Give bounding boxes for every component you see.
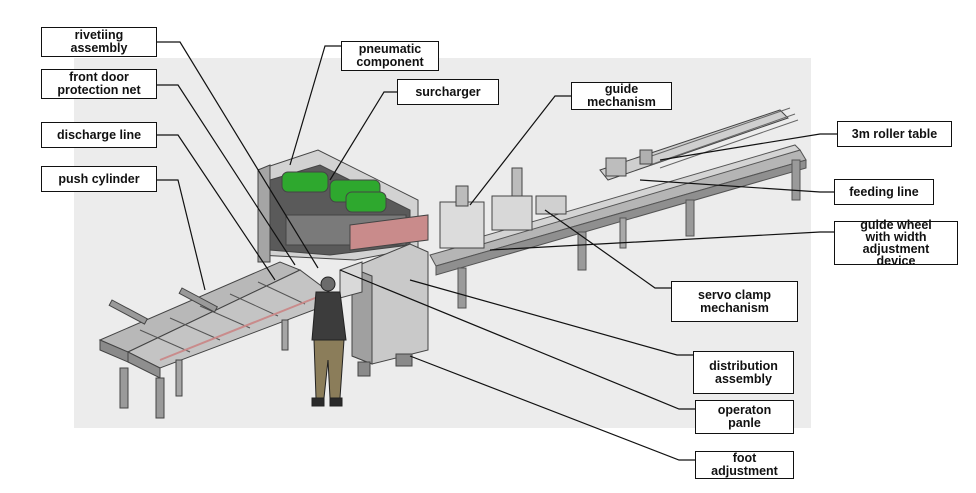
leader-feeding xyxy=(639,179,834,193)
leader-distribution xyxy=(409,279,693,356)
leader-pneumatic xyxy=(289,45,341,166)
leader-foot xyxy=(409,355,695,461)
label-feeding-line: feeding line xyxy=(834,179,934,205)
label-riveting-assembly: rivetiing assembly xyxy=(41,27,157,57)
label-front-door-protection-net: front door protection net xyxy=(41,69,157,99)
leader-front-door xyxy=(157,84,296,266)
label-push-cylinder: push cylinder xyxy=(41,166,157,192)
label-pneumatic-component: pneumatic component xyxy=(341,41,439,71)
leader-operation-panel xyxy=(339,269,695,410)
label-surcharger: surcharger xyxy=(397,79,499,105)
guide-mechanism-blocks xyxy=(439,167,567,249)
leader-lines xyxy=(157,41,837,461)
label-servo-clamp-mechanism: servo clamp mechanism xyxy=(671,281,798,322)
roller-table xyxy=(599,107,799,181)
leader-servo-clamp xyxy=(544,209,671,289)
label-operation-panel: operaton panle xyxy=(695,400,794,434)
discharge-line-frame xyxy=(98,261,342,419)
leader-roller-table xyxy=(659,133,837,161)
feeding-line-frame xyxy=(429,144,807,309)
label-roller-table: 3m roller table xyxy=(837,121,952,147)
leader-guide-wheel xyxy=(489,231,834,251)
label-foot-adjustment: foot adjustment xyxy=(695,451,794,479)
leader-discharge xyxy=(157,134,276,281)
label-guide-mechanism: guide mechanism xyxy=(571,82,672,110)
leader-push-cylinder xyxy=(157,179,206,291)
label-guide-wheel: guide wheel with width adjustment device xyxy=(834,219,958,267)
leader-guide xyxy=(469,95,571,206)
label-discharge-line: discharge line xyxy=(41,122,157,148)
control-cabinet xyxy=(339,243,429,377)
leader-riveting xyxy=(157,41,319,269)
operator-figure xyxy=(311,276,347,407)
leader-surcharger xyxy=(329,91,397,181)
label-distribution-assembly: distribution assembly xyxy=(693,351,794,394)
